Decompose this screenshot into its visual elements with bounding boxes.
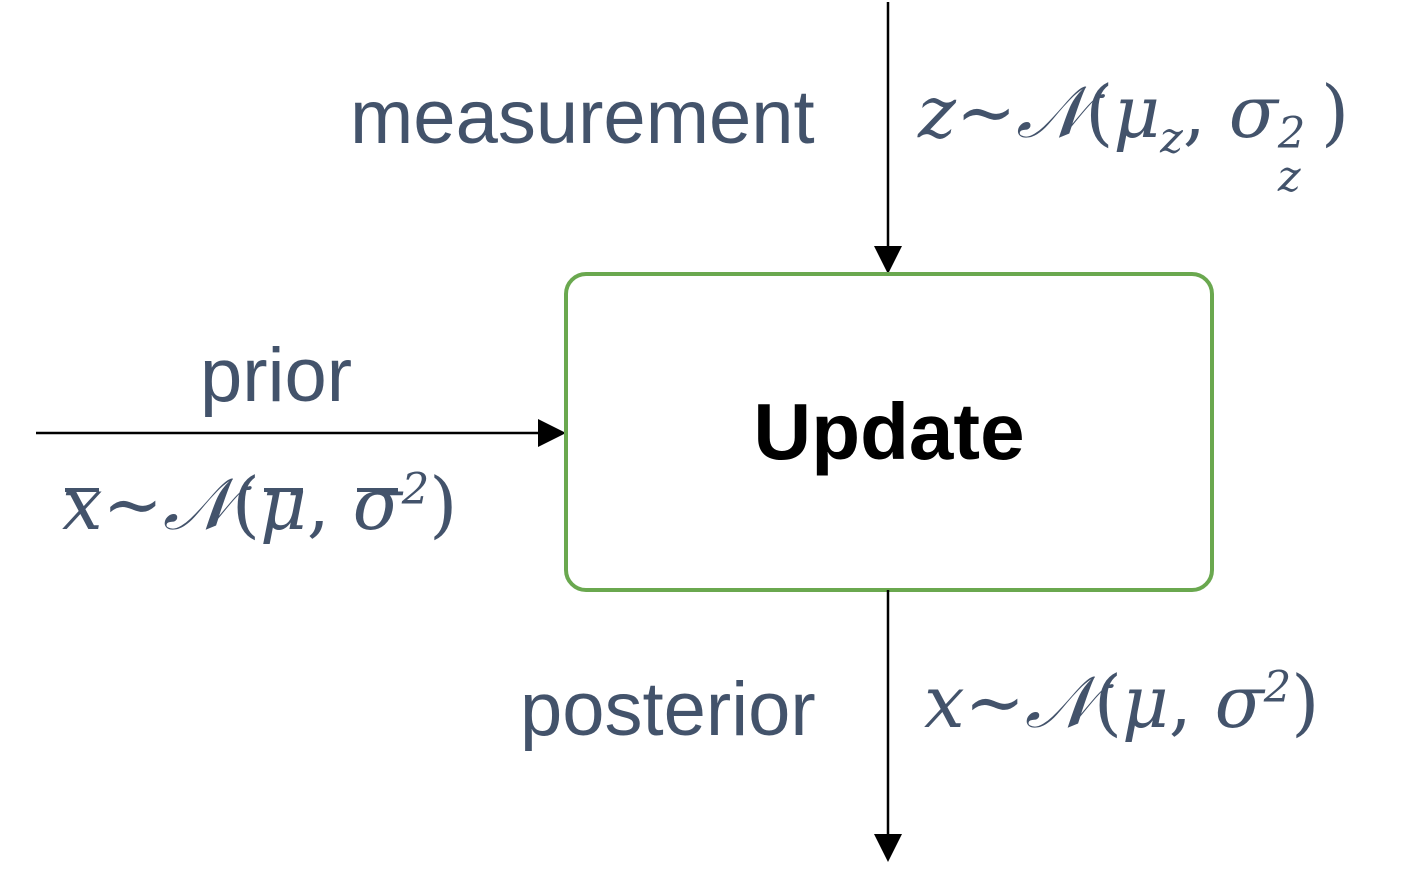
posterior-variable: x <box>924 660 965 744</box>
measurement-var-sub: z <box>1277 152 1301 203</box>
prior-dist-symbol: 𝒩 <box>162 462 232 546</box>
measurement-arrowhead <box>874 246 902 274</box>
posterior-label: posterior <box>520 667 816 752</box>
posterior-mean: μ <box>1122 660 1169 744</box>
measurement-var: σ <box>1228 70 1278 154</box>
prior-formula: x∼𝒩(μ, σ2) <box>62 462 458 546</box>
posterior-dist-symbol: 𝒩 <box>1024 660 1094 744</box>
prior-var-sup: 2 <box>401 465 430 515</box>
measurement-variable: z <box>918 70 956 154</box>
prior-arrowhead <box>538 419 566 447</box>
prior-var: σ <box>352 462 402 546</box>
prior-label: prior <box>200 333 353 418</box>
posterior-var-sup: 2 <box>1263 663 1292 713</box>
posterior-var: σ <box>1214 660 1264 744</box>
measurement-label: measurement <box>350 75 815 160</box>
prior-mean: μ <box>260 462 307 546</box>
measurement-mean-sub: z <box>1160 113 1183 164</box>
update-label: Update <box>753 387 1025 476</box>
posterior-arrowhead <box>874 834 902 862</box>
measurement-mean: μ <box>1113 70 1161 154</box>
prior-variable: x <box>62 462 103 546</box>
measurement-var-sup: 2 <box>1277 109 1306 160</box>
posterior-formula: x∼𝒩(μ, σ2) <box>924 660 1320 744</box>
measurement-dist-symbol: 𝒩 <box>1016 70 1086 154</box>
